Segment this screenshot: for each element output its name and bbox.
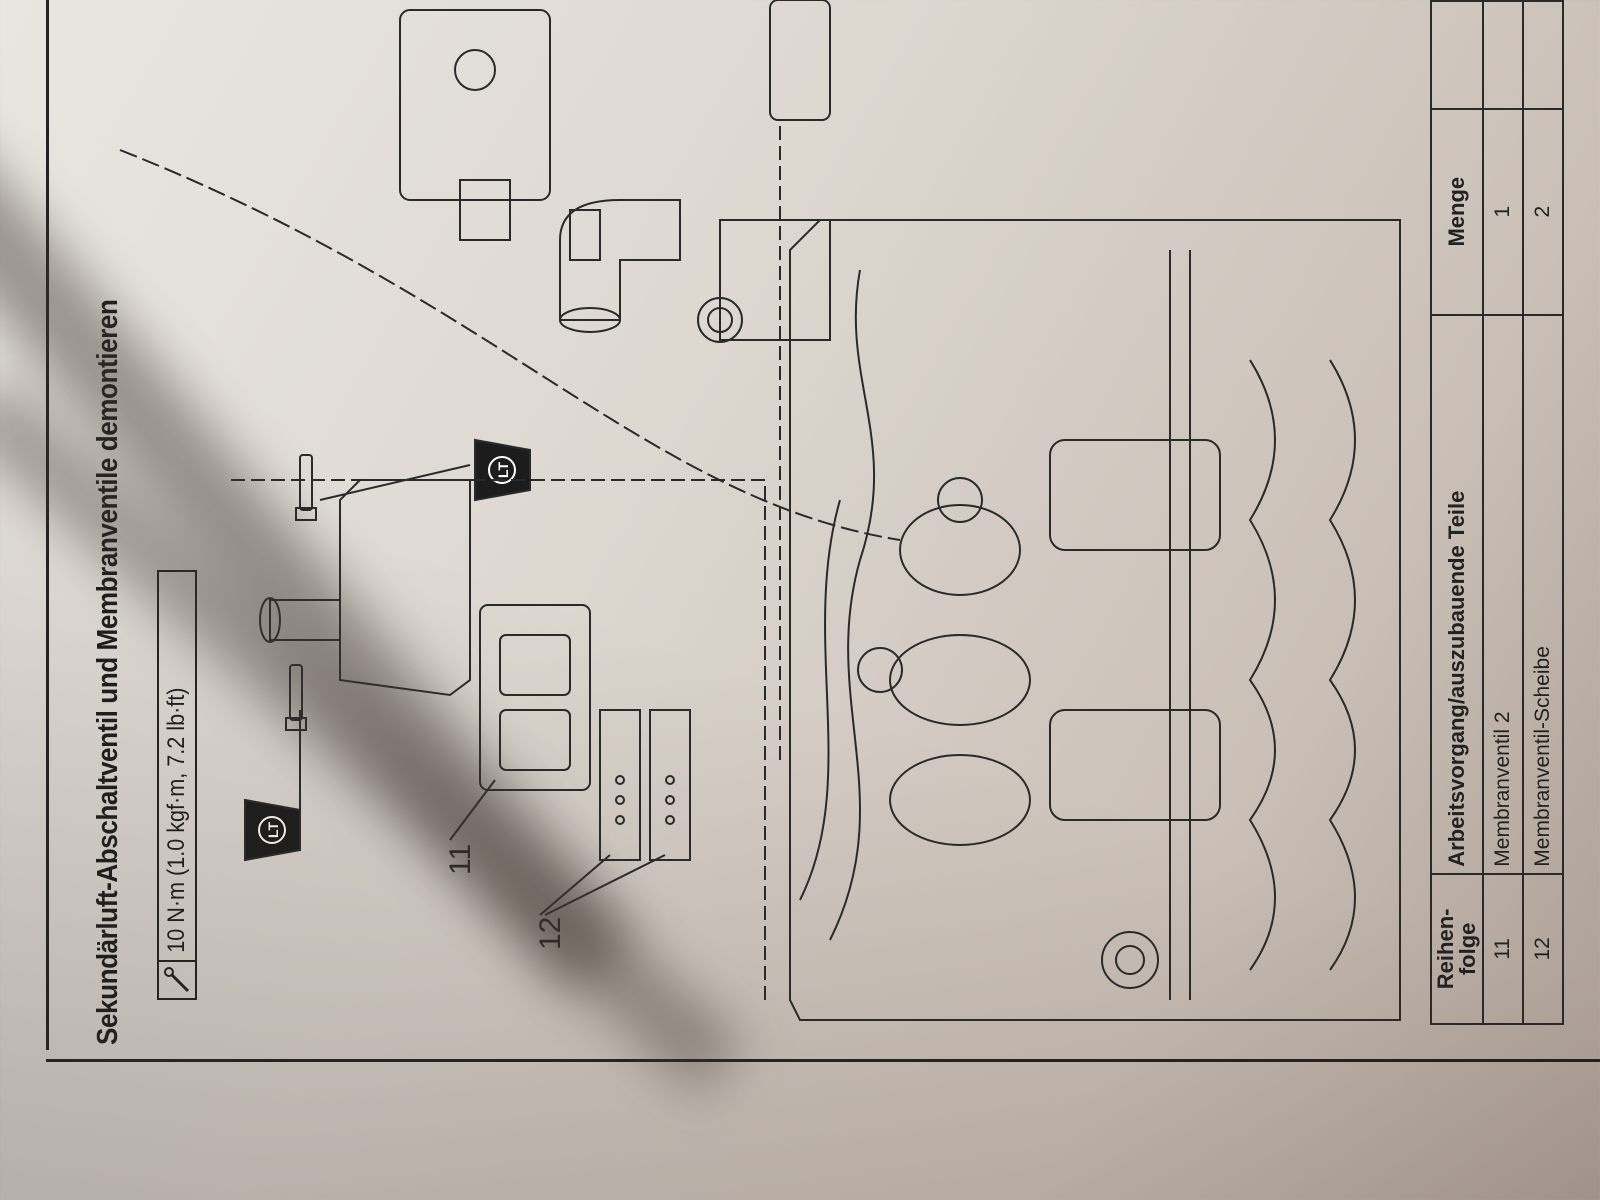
- row-part: Membranventil-Scheibe: [1523, 314, 1563, 874]
- header-extra: [1431, 1, 1483, 109]
- guide-line: [225, 479, 766, 1000]
- svg-text:LT: LT: [265, 822, 281, 839]
- row-order: 12: [1523, 873, 1563, 1024]
- row-qty: 1: [1483, 108, 1523, 315]
- engine-cylinder-head: [789, 219, 1401, 1021]
- parts-table: Reihen-folge Arbeitsvorgang/auszubauende…: [1430, 0, 1564, 1025]
- row-extra: [1523, 1, 1563, 109]
- header-job: Arbeitsvorgang/auszubauende Teile: [1431, 314, 1483, 874]
- header-qty: Menge: [1431, 108, 1483, 315]
- reed-plate-part: [599, 709, 691, 861]
- leader-line: [319, 464, 471, 501]
- row-part: Membranventil 2: [1483, 314, 1523, 874]
- row-order: 11: [1483, 873, 1523, 1024]
- valve-cover-part: [259, 479, 471, 697]
- lt-badge-icon: LT: [244, 798, 301, 862]
- hose-part: [559, 199, 681, 333]
- table-row: 12 Membranventil-Scheibe 2: [1523, 1, 1563, 1024]
- exploded-view-diagram: LT LT 11 12: [119, 0, 1401, 1021]
- bolt-icon: [295, 454, 317, 521]
- air-cutoff-valve-part: [399, 0, 831, 341]
- table-header-row: Reihen-folge Arbeitsvorgang/auszubauende…: [1431, 1, 1483, 1024]
- torque-spec-box: 10 N·m (1.0 kgf·m, 7.2 lb·ft): [157, 570, 197, 1000]
- svg-text:LT: LT: [495, 462, 511, 479]
- bolt-icon: [285, 664, 307, 731]
- table-row: 11 Membranventil 2 1: [1483, 1, 1523, 1024]
- row-extra: [1483, 1, 1523, 109]
- callout-11: 11: [444, 844, 477, 875]
- callout-12: 12: [534, 917, 567, 950]
- header-order: Reihen-folge: [1431, 873, 1483, 1024]
- lt-badge-icon: LT: [474, 438, 531, 502]
- reed-valve-part: [479, 604, 591, 791]
- row-qty: 2: [1523, 108, 1563, 315]
- torque-wrench-icon: [159, 960, 195, 998]
